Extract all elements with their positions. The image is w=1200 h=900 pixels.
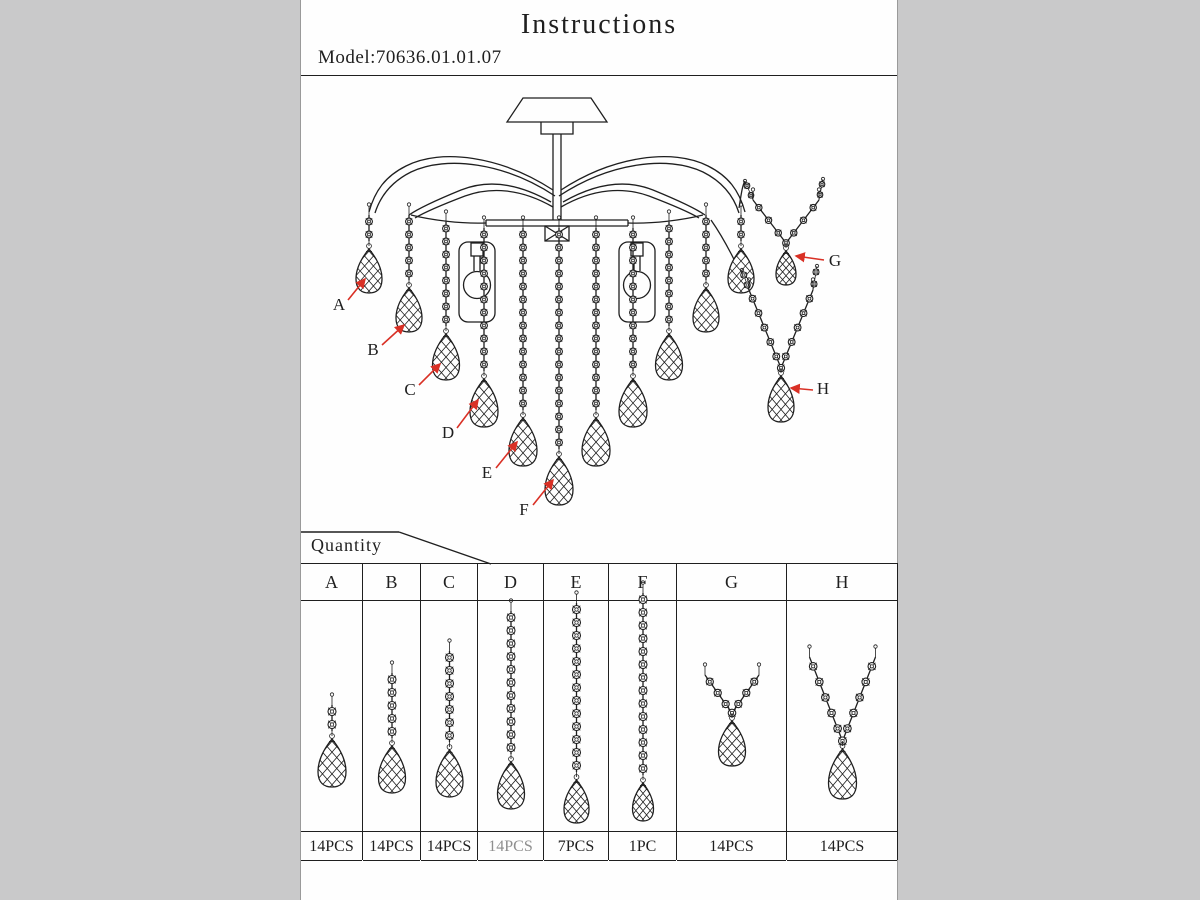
crystal-strands: A B C D E F G H xyxy=(333,176,841,519)
diagram-strand xyxy=(618,215,648,428)
quantity-value-F: 1PC xyxy=(609,831,676,861)
strand-illustration-B xyxy=(363,601,420,831)
quantity-value-G: 14PCS xyxy=(677,831,786,861)
part-label-C: C xyxy=(404,380,415,399)
part-label-F: F xyxy=(519,500,528,519)
column-header-B: B xyxy=(363,564,420,601)
pointer-arrow-B xyxy=(381,323,406,346)
pointer-arrow-C xyxy=(418,362,442,386)
quantity-column-A: A 14PCS xyxy=(301,564,363,861)
part-label-H: H xyxy=(817,379,829,398)
column-header-A: A xyxy=(301,564,362,601)
quantity-column-C: C 14PCS xyxy=(421,564,478,861)
quantity-column-B: B 14PCS xyxy=(363,564,421,861)
diagram-strand xyxy=(355,202,383,294)
pointer-arrow-A xyxy=(347,277,366,301)
pointer-arrow-G xyxy=(794,252,825,263)
column-header-E: E xyxy=(544,564,608,601)
diagram-strand-H xyxy=(739,263,820,423)
column-header-G: G xyxy=(677,564,786,601)
page-title: Instructions xyxy=(520,9,678,40)
strand-illustration-C xyxy=(421,601,477,831)
part-label-G: G xyxy=(829,251,841,270)
right-arm xyxy=(562,183,706,216)
part-label-A: A xyxy=(333,295,346,314)
strand-illustration-F xyxy=(609,580,676,831)
part-label-D: D xyxy=(442,423,454,442)
diagram-strand-G xyxy=(742,176,826,286)
chandelier-diagram: A B C D E F G H xyxy=(333,97,841,519)
left-arm xyxy=(414,189,554,219)
quantity-value-E: 7PCS xyxy=(544,831,608,861)
lamp-shade xyxy=(458,241,496,323)
light-bulb xyxy=(462,270,492,300)
lamp-shade xyxy=(618,241,656,323)
strand-illustration-H xyxy=(787,601,897,831)
diagram-strand xyxy=(544,215,574,506)
strand-illustration-E xyxy=(544,590,608,831)
left-arm xyxy=(410,214,487,224)
column-header-H: H xyxy=(787,564,897,601)
diagram-strand xyxy=(581,215,611,467)
column-header-D: D xyxy=(478,564,543,601)
quantity-value-A: 14PCS xyxy=(301,831,362,861)
part-label-B: B xyxy=(367,340,378,359)
strand-illustration-G xyxy=(677,601,786,831)
lamp-neck xyxy=(473,256,481,271)
quantity-section-title: Quantity xyxy=(311,535,382,555)
diagram-strand xyxy=(654,209,684,381)
strand-illustration-A xyxy=(301,601,362,831)
part-label-E: E xyxy=(482,463,492,482)
right-arm xyxy=(560,189,700,219)
pointer-arrow-F xyxy=(532,478,554,506)
quantity-value-C: 14PCS xyxy=(421,831,477,861)
quantity-value-H: 14PCS xyxy=(787,831,897,861)
quantity-tab-line xyxy=(301,531,492,565)
header-divider xyxy=(301,75,897,76)
quantity-value-D: 14PCS xyxy=(478,831,543,861)
right-arm xyxy=(558,162,740,214)
instruction-sheet: Instructions Model:70636.01.01.07 xyxy=(300,0,898,900)
quantity-column-H: H 14PCS xyxy=(787,564,898,861)
left-arm xyxy=(408,183,552,216)
quantity-column-D: D 14PCS xyxy=(478,564,544,861)
pointer-arrow-H xyxy=(789,383,814,394)
strand-illustration-D xyxy=(478,598,543,831)
column-header-C: C xyxy=(421,564,477,601)
model-number: Model:70636.01.01.07 xyxy=(318,47,502,68)
left-arm xyxy=(374,162,556,214)
quantity-column-E: E 7PCS xyxy=(544,564,609,861)
right-arm xyxy=(560,156,746,213)
right-arm xyxy=(627,214,704,224)
light-bulb xyxy=(622,270,652,300)
pointer-arrow-D xyxy=(456,398,479,429)
canopy-collar xyxy=(540,122,574,135)
quantity-value-B: 14PCS xyxy=(363,831,420,861)
left-arm xyxy=(368,156,554,213)
diagram-strand xyxy=(692,202,720,333)
quantity-column-G: G 14PCS xyxy=(677,564,787,861)
pointer-arrow-E xyxy=(495,440,518,469)
ceiling-plate xyxy=(505,97,609,123)
diagram-strand xyxy=(469,215,499,428)
